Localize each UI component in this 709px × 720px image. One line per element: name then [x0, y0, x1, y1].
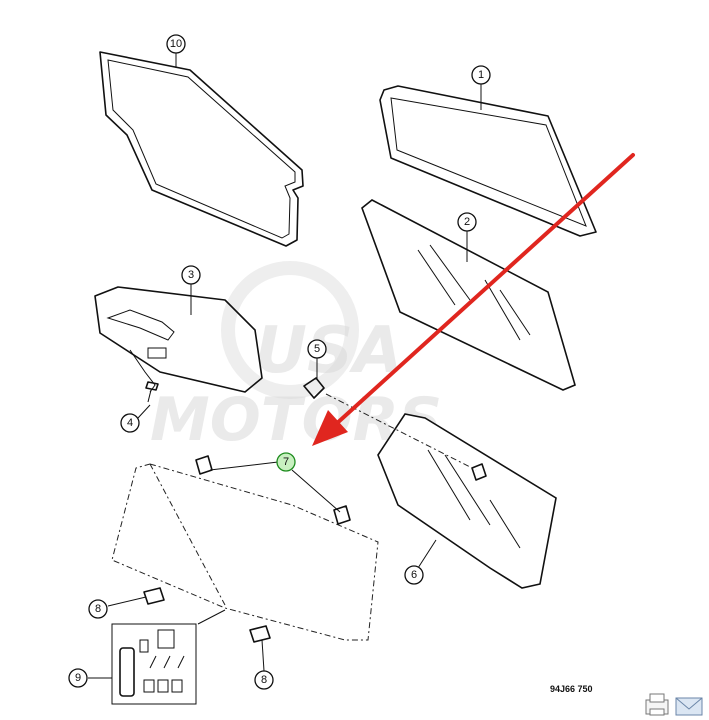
callout-2: 2: [457, 212, 477, 232]
callout-8-right: 8: [254, 670, 274, 690]
callout-8-right-label: 8: [261, 674, 267, 686]
callout-3: 3: [181, 265, 201, 285]
callout-1: 1: [471, 65, 491, 85]
part-4-screw: [145, 381, 159, 403]
red-arrow: [312, 153, 635, 446]
callout-9-label: 9: [75, 672, 81, 684]
callout-5: 5: [307, 339, 327, 359]
callout-6: 6: [404, 565, 424, 585]
part-1-window-seal: [379, 85, 597, 237]
part-10-hatch-seal: [99, 51, 304, 247]
callout-10-label: 10: [170, 38, 182, 50]
connector-line: [325, 393, 477, 471]
part-5-clip: [303, 377, 325, 399]
callout-7-label: 7: [283, 456, 289, 468]
part-9-kit: [111, 623, 197, 705]
part-7-pads-and-outline: [111, 455, 379, 641]
printer-icon[interactable]: [645, 693, 669, 716]
watermark-logo: USA MOTORS: [150, 261, 442, 455]
envelope-icon[interactable]: [675, 697, 703, 716]
watermark-line1: USA: [255, 314, 403, 388]
callout-3-label: 3: [188, 269, 194, 281]
callout-5-label: 5: [314, 343, 320, 355]
callout-4: 4: [120, 413, 140, 433]
leader-lines: [88, 53, 482, 679]
callout-9: 9: [68, 668, 88, 688]
callout-8-left: 8: [88, 599, 108, 619]
callout-4-label: 4: [127, 417, 133, 429]
callout-1-label: 1: [478, 69, 484, 81]
callout-8-left-label: 8: [95, 603, 101, 615]
callout-6-label: 6: [411, 569, 417, 581]
callout-2-label: 2: [464, 216, 470, 228]
part-2-back-glass: [361, 199, 576, 391]
callout-10: 10: [166, 34, 186, 54]
part-6-windshield: [377, 413, 557, 589]
drawing-code: 94J66 750: [550, 684, 593, 694]
part-8-pads: [143, 587, 271, 643]
callout-7: 7: [276, 452, 296, 472]
